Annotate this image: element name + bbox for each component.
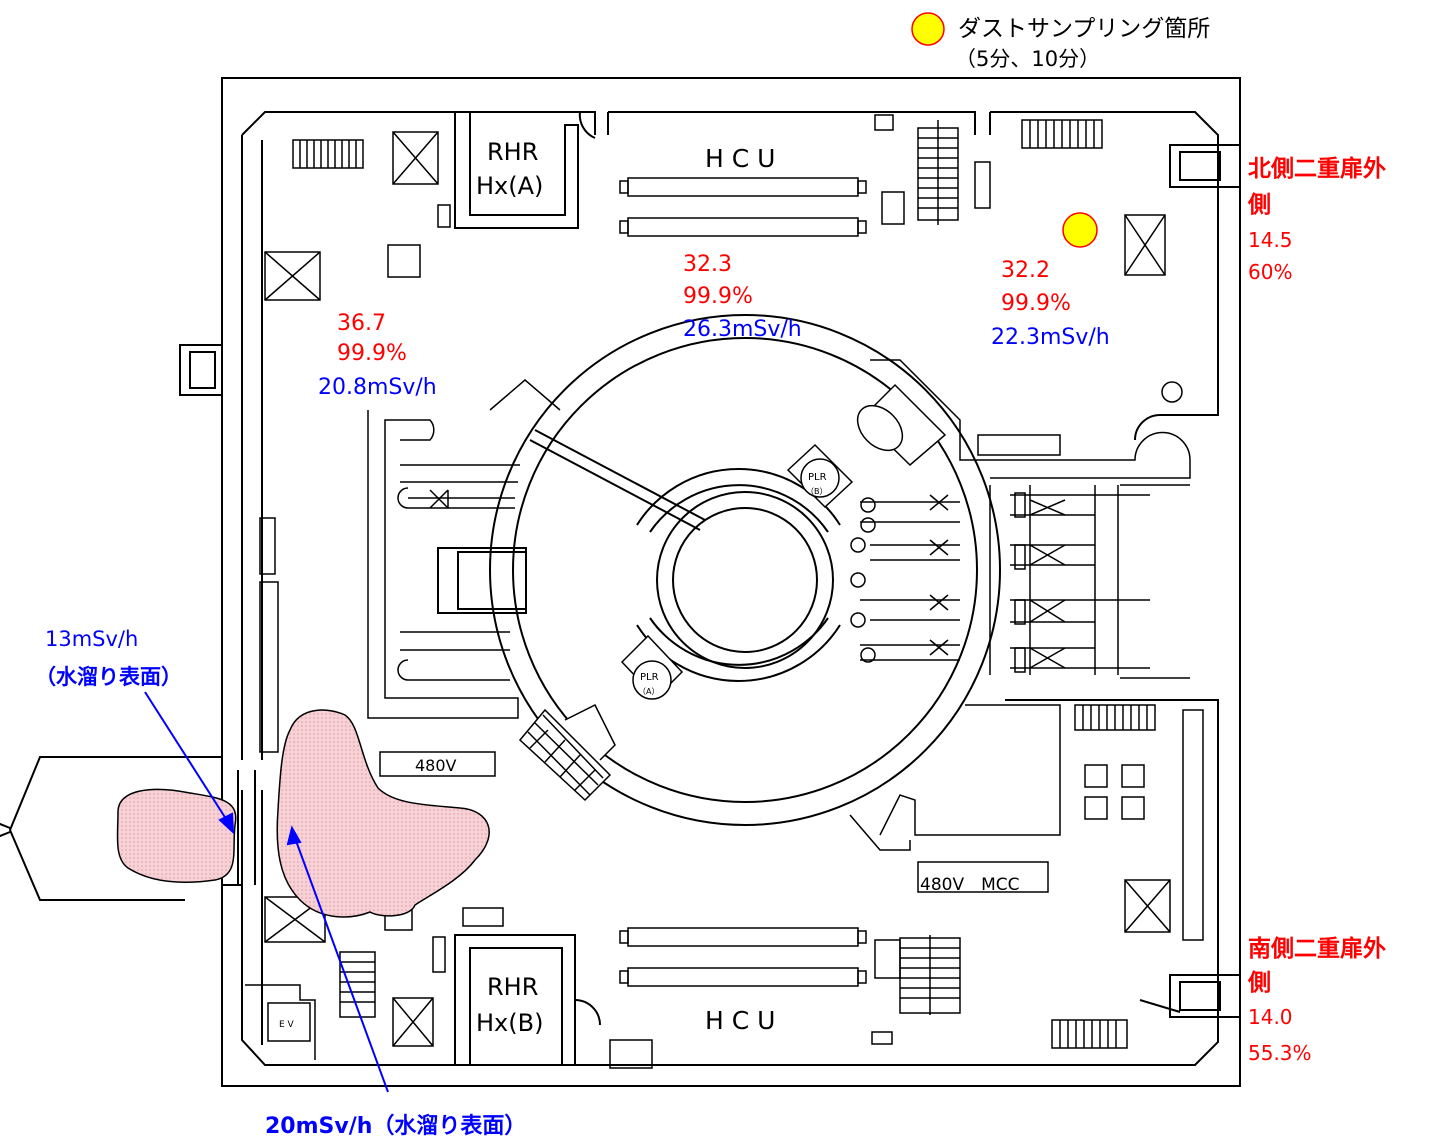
north-door-humidity: 60% bbox=[1248, 260, 1292, 284]
rhr-b-label: RHR bbox=[487, 973, 538, 1001]
outer-walls bbox=[221, 77, 1241, 1087]
hcu-top-label: H C U bbox=[705, 144, 775, 173]
puddle-center-label: 20mSv/h（水溜り表面） bbox=[265, 1113, 526, 1139]
rhr-a-sublabel: Hx(A) bbox=[476, 172, 543, 200]
northeast-value: 32.2 bbox=[1001, 258, 1050, 283]
west-value: 36.7 bbox=[337, 311, 386, 336]
dust-sampling-marker bbox=[1062, 212, 1098, 248]
south-door-humidity: 55.3% bbox=[1248, 1041, 1312, 1065]
puddle-center bbox=[276, 709, 490, 918]
center-north-humidity: 99.9% bbox=[683, 284, 753, 309]
west-piping bbox=[367, 379, 561, 719]
plr-pump-b bbox=[786, 443, 854, 509]
plr-pump-a bbox=[620, 634, 684, 700]
center-north-dose: 26.3mSv/h bbox=[683, 317, 802, 342]
west-corridor bbox=[0, 344, 256, 901]
elevator bbox=[245, 984, 316, 1060]
reactor-pedestal bbox=[437, 314, 1001, 826]
legend-line1: ダストサンプリング箇所 bbox=[958, 16, 1210, 42]
hatch-brick bbox=[518, 703, 616, 802]
hatch-round bbox=[856, 359, 1191, 479]
staircase-south bbox=[339, 935, 961, 1018]
ev-label: E V bbox=[279, 1020, 295, 1030]
south-door-title: 南側二重扉外 bbox=[1248, 935, 1386, 962]
puddle-left-dose: 13mSv/h bbox=[45, 627, 138, 651]
cross-boxes bbox=[264, 131, 1171, 1047]
north-door-title: 北側二重扉外 bbox=[1248, 155, 1386, 182]
east-doors bbox=[1139, 144, 1241, 1018]
west-dose: 20.8mSv/h bbox=[318, 375, 437, 400]
legend-line2: （5分、10分） bbox=[955, 47, 1100, 71]
panel-480v-mcc-label: 480V MCC bbox=[920, 875, 1020, 895]
southeast-room bbox=[849, 704, 1061, 893]
hcu-racks bbox=[619, 177, 867, 987]
rhr-hx-b-room bbox=[454, 934, 601, 1065]
rhr-a-label: RHR bbox=[487, 138, 538, 166]
puddle-left-note: （水溜り表面） bbox=[35, 665, 182, 689]
center-north-value: 32.3 bbox=[683, 252, 732, 277]
plr-b-label: PLR bbox=[808, 472, 827, 483]
northeast-humidity: 99.9% bbox=[1001, 291, 1071, 316]
west-humidity: 99.9% bbox=[337, 341, 407, 366]
panel-480v-box bbox=[379, 751, 496, 777]
south-door-title-2: 側 bbox=[1247, 970, 1271, 996]
staircase-north bbox=[917, 120, 959, 225]
northeast-dose: 22.3mSv/h bbox=[991, 325, 1110, 350]
hcu-bottom-label: H C U bbox=[705, 1006, 775, 1035]
north-door-value: 14.5 bbox=[1248, 228, 1293, 252]
plr-a-label: PLR bbox=[640, 672, 659, 683]
puddle-left bbox=[116, 788, 237, 884]
panel-480v-label: 480V bbox=[415, 756, 457, 775]
vent-grates bbox=[292, 119, 1156, 1049]
south-door-value: 14.0 bbox=[1248, 1005, 1293, 1029]
rhr-b-sublabel: Hx(B) bbox=[476, 1009, 543, 1037]
rhr-hx-a-room bbox=[454, 111, 596, 229]
plr-a-sublabel: （A） bbox=[638, 687, 659, 696]
legend-marker-icon bbox=[911, 12, 945, 46]
north-door-title-2: 側 bbox=[1247, 192, 1271, 218]
plr-b-sublabel: （B） bbox=[806, 487, 828, 496]
east-valve-manifold bbox=[850, 484, 1190, 679]
puddle-arrows bbox=[144, 691, 389, 1093]
